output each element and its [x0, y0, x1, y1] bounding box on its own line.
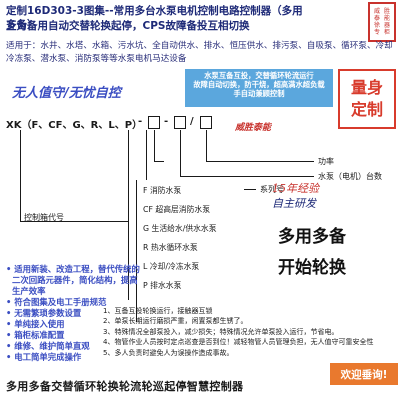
bracket-line — [20, 221, 128, 222]
model-slash: / — [190, 116, 194, 127]
header-title: 定制16D303-3图集--常用多台水泵电机控制电路控制器（多用多备） — [6, 5, 303, 31]
model-box-series — [148, 116, 160, 129]
model-dash: - — [138, 116, 143, 127]
slogan: 无人值守/无忧自控 — [12, 86, 121, 101]
seal-char: 威 — [373, 8, 380, 15]
note-item: 3、特殊情况全部泵投入，减少损失；特殊情况允许单泵投入运行，节省电。 — [103, 327, 339, 336]
brand-seal: 威 胜 泰 能 徐 器 专 柜 — [368, 2, 396, 42]
pump-type-item: G 生活给水/供水水泵 — [143, 224, 217, 233]
notes-list: 1、互备互投轮换运行，接触器互锁 2、单泵长期运行磨损严重，闲置泵都生锈了。 3… — [103, 306, 398, 358]
note-item: 4、物管作业人员按时定点巡查是否到位！减轻物管人员管理负担，无人值守可靠安全性 — [103, 338, 374, 347]
pump-type-item: R 热水循环水泵 — [143, 243, 198, 252]
feature-item: • 箱柜标准配置 — [6, 330, 65, 340]
connector-line — [154, 161, 164, 162]
connector-line — [180, 176, 314, 177]
bracket-line — [128, 130, 129, 300]
feature-item: • 维修、维护简单直观 — [6, 341, 90, 351]
connector-line — [154, 130, 155, 162]
pump-type-list: F 消防水泵 CF 超高层消防水泵 G 生活给水/供水水泵 R 热水循环水泵 L… — [136, 180, 244, 322]
model-box-count — [174, 116, 186, 129]
custom-line: 量身 — [350, 78, 383, 97]
feature-item: • 无需繁琐参数设置 — [6, 308, 82, 318]
connector-line — [206, 130, 207, 162]
note-item: 5、多人负责时避免人为误操作造成事故。 — [103, 348, 234, 357]
anti-fake-mark: 威胜泰能 — [235, 123, 272, 133]
welcome-inquiry-button[interactable]: 欢迎垂询! — [330, 363, 398, 385]
note-item: 2、单泵长期运行磨损严重，闲置泵都生锈了。 — [103, 317, 248, 326]
label-power: 功率 — [318, 157, 334, 166]
label-pump-count: 水泵（电机）台数 — [318, 172, 382, 181]
custom-line: 定制 — [350, 100, 383, 119]
seal-char: 能 — [383, 15, 390, 22]
connector-line — [146, 130, 147, 190]
header-subtitle: 互为备用自动交替轮换起停，CPS故障备投互相切换 — [6, 20, 250, 32]
seal-char: 柜 — [383, 29, 390, 36]
seal-char: 泰 — [373, 15, 380, 22]
feature-item: • 单纯接入使用 — [6, 319, 65, 329]
label-control-code: 控制箱代号 — [24, 213, 64, 222]
highlight-line: 故障自动切换，防干烧，超高满水超负载 — [193, 80, 325, 89]
pump-type-item: L 冷却/冷冻水泵 — [143, 262, 200, 271]
note-item: 1、互备互投轮换运行，接触器互锁 — [103, 307, 213, 315]
applications-text: 适用于：水井、水塔、水箱、污水坑、全自动供水、排水、恒压供水、排污泵、自吸泵、循… — [6, 41, 393, 64]
seal-char: 胜 — [383, 8, 390, 15]
highlight-line: 手自动兼顾控制 — [233, 89, 285, 98]
rotation-heading: 开始轮换 — [278, 258, 346, 278]
bracket-line — [20, 130, 21, 222]
feature-list: • 适用新装、改造工程，替代传统的二次回路元器件，简化结构，提高生产效率 • 符… — [6, 264, 141, 363]
seal-char: 徐 — [373, 22, 380, 29]
feature-highlight-box: 水泵互备互投，交替循环轮流运行 故障自动切换，防干烧，超高满水超负载 手自动兼顾… — [185, 69, 333, 107]
feature-item: • 电工简单完成操作 — [6, 352, 82, 362]
model-code: XK（F、CF、G、R、L、P） - - / — [6, 115, 246, 133]
feature-item: • 适用新装、改造工程，替代传统的二次回路元器件，简化结构，提高生产效率 — [6, 264, 140, 296]
highlight-line: 水泵互备互投，交替循环轮流运行 — [204, 71, 314, 80]
footer-title: 多用多备交替循环轮换轮流轮巡起停智慧控制器 — [6, 380, 244, 393]
connector-line — [180, 130, 181, 177]
seal-char: 专 — [373, 29, 380, 36]
label-series-main: 系列号 — [260, 185, 284, 194]
connector-line — [206, 161, 314, 162]
pump-type-item: F 消防水泵 — [143, 186, 182, 195]
custom-made-badge: 量身 定制 — [338, 69, 396, 129]
pump-type-item: P 排水水泵 — [143, 281, 182, 290]
pump-type-item: CF 超高层消防水泵 — [143, 205, 210, 214]
model-code-text: XK（F、CF、G、R、L、P） — [6, 120, 143, 131]
multi-use-heading: 多用多备 — [278, 227, 346, 247]
seal-char: 器 — [383, 22, 390, 29]
experience-rd: 自主研发 — [272, 197, 316, 210]
experience-years: 15年经验 — [272, 182, 319, 195]
feature-item: • 符合图集及电工手册规范 — [6, 297, 107, 307]
model-dash: - — [164, 116, 169, 127]
model-box-power — [200, 116, 212, 129]
